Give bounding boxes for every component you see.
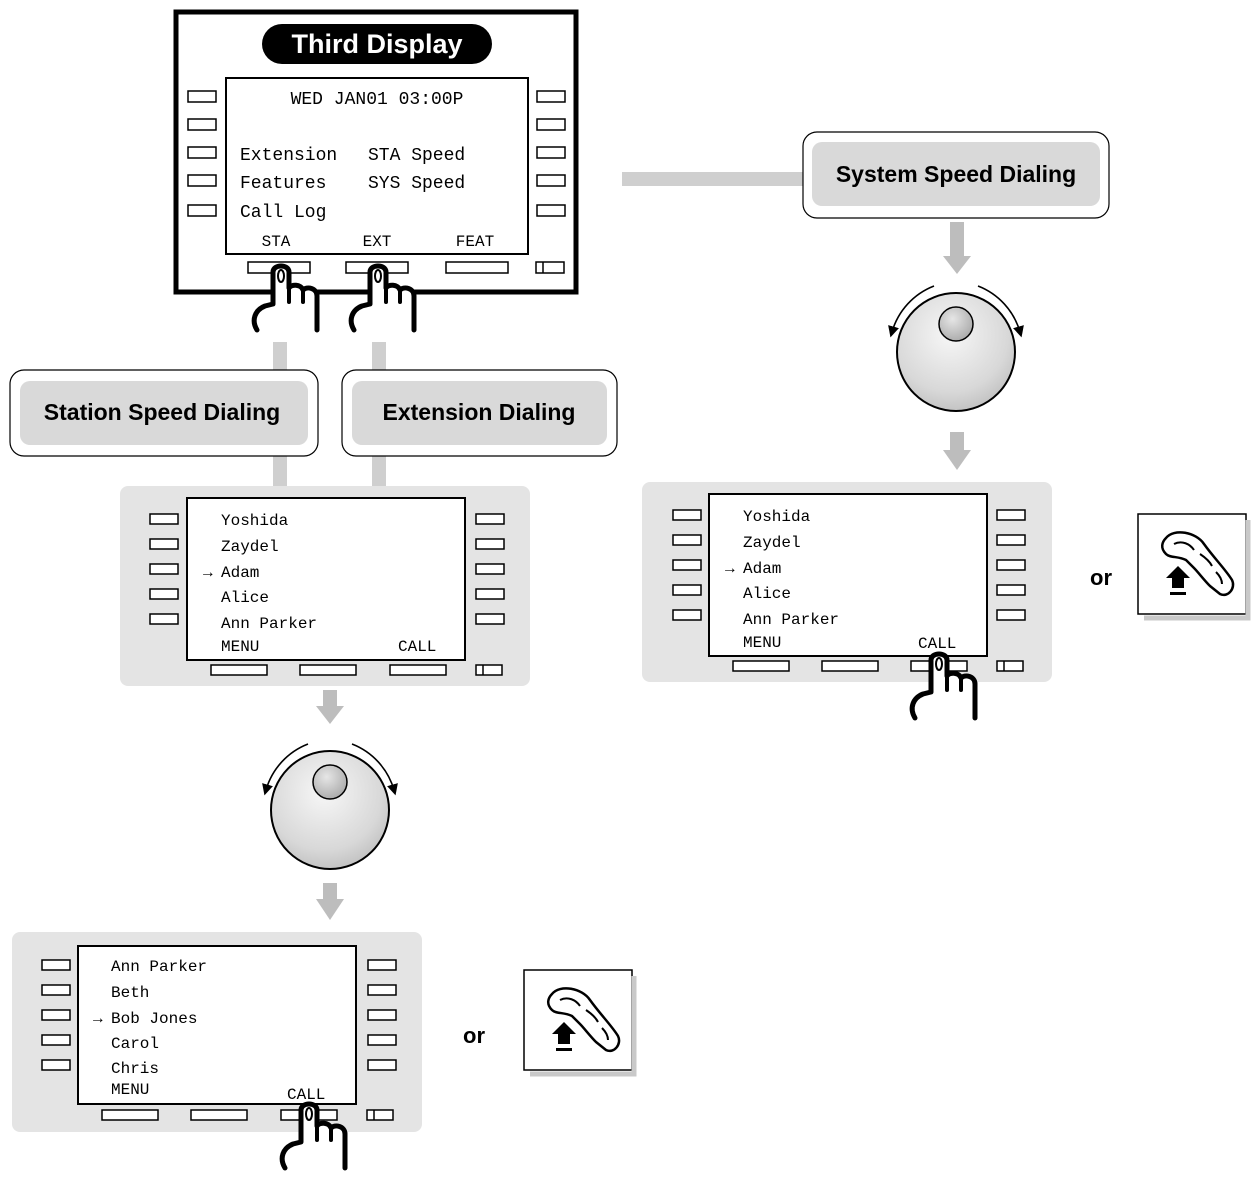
directory-entry[interactable]: Beth bbox=[111, 984, 149, 1002]
selection-arrow: → bbox=[93, 1010, 103, 1028]
system-directory-phone-panel: Yoshida Zaydel → Adam Alice Ann Parker M… bbox=[642, 482, 1052, 682]
station-speed-dialing-label: Station Speed Dialing bbox=[9, 369, 319, 457]
softkey-extra[interactable] bbox=[366, 1109, 394, 1121]
softkey-ext-label: EXT bbox=[363, 233, 392, 251]
system-speed-dialing-text: System Speed Dialing bbox=[836, 161, 1076, 187]
connector-bar bbox=[372, 456, 386, 488]
connector-bar bbox=[372, 342, 386, 372]
third-display-title-pill bbox=[262, 24, 492, 64]
menu-softkey-label: MENU bbox=[743, 634, 781, 652]
off-hook-handset-icon[interactable] bbox=[1138, 514, 1248, 618]
directory-entry[interactable]: Zaydel bbox=[221, 538, 279, 556]
call-softkey-label: CALL bbox=[918, 635, 956, 653]
down-arrow-icon bbox=[316, 883, 344, 920]
system-speed-dialing-label: System Speed Dialing bbox=[802, 131, 1110, 219]
directory-phone-panel: Yoshida Zaydel → Adam Alice Ann Parker M… bbox=[120, 486, 530, 686]
right-line-keys[interactable] bbox=[996, 509, 1026, 621]
directory-lcd bbox=[186, 497, 466, 661]
left-line-keys[interactable] bbox=[672, 509, 702, 621]
directory-entry[interactable]: Carol bbox=[111, 1035, 159, 1053]
directory-entry[interactable]: Yoshida bbox=[221, 512, 289, 530]
down-arrow-icon bbox=[943, 432, 971, 470]
menu-features[interactable]: Features bbox=[240, 174, 326, 194]
directory-entry[interactable]: Chris bbox=[111, 1060, 159, 1078]
softkey-extra[interactable] bbox=[535, 261, 565, 274]
softkey-extra[interactable] bbox=[996, 660, 1024, 672]
result-lcd bbox=[77, 945, 357, 1105]
menu-softkey-label: MENU bbox=[111, 1081, 149, 1099]
softkey-feat[interactable] bbox=[445, 261, 509, 274]
connector-bar bbox=[273, 342, 287, 372]
connector-bar bbox=[273, 456, 287, 488]
connector-bar bbox=[622, 172, 804, 186]
extension-dialing-label: Extension Dialing bbox=[341, 369, 618, 457]
softkey-blank[interactable] bbox=[299, 664, 357, 676]
menu-sys-speed[interactable]: SYS Speed bbox=[368, 174, 465, 194]
selection-arrow: → bbox=[203, 564, 213, 582]
or-label: or bbox=[463, 1023, 485, 1048]
softkey-menu[interactable] bbox=[210, 664, 268, 676]
left-line-keys[interactable] bbox=[187, 90, 217, 217]
menu-call-log[interactable]: Call Log bbox=[240, 203, 326, 223]
jog-dial-icon[interactable] bbox=[888, 285, 1024, 412]
directory-entry-selected[interactable]: Adam bbox=[221, 564, 259, 582]
date-time: WED JAN01 03:00P bbox=[291, 90, 464, 110]
selection-arrow: → bbox=[725, 560, 735, 578]
or-label: or bbox=[1090, 565, 1112, 590]
call-softkey-label: CALL bbox=[287, 1086, 325, 1104]
right-line-keys[interactable] bbox=[367, 959, 397, 1071]
directory-entry[interactable]: Zaydel bbox=[743, 534, 801, 552]
right-line-keys[interactable] bbox=[475, 513, 505, 625]
jog-dial-icon[interactable] bbox=[262, 743, 398, 870]
left-line-keys[interactable] bbox=[149, 513, 179, 625]
call-softkey-label: CALL bbox=[398, 638, 436, 656]
directory-entry[interactable]: Alice bbox=[743, 585, 791, 603]
softkey-sta-label: STA bbox=[262, 233, 291, 251]
left-line-keys[interactable] bbox=[41, 959, 71, 1071]
directory-entry[interactable]: Alice bbox=[221, 589, 269, 607]
result-phone-panel: Ann Parker Beth → Bob Jones Carol Chris … bbox=[12, 932, 422, 1132]
directory-entry-selected[interactable]: Bob Jones bbox=[111, 1010, 197, 1028]
softkey-menu[interactable] bbox=[101, 1109, 159, 1121]
right-line-keys[interactable] bbox=[536, 90, 566, 217]
directory-entry[interactable]: Ann Parker bbox=[111, 958, 207, 976]
menu-sta-speed[interactable]: STA Speed bbox=[368, 146, 465, 166]
lcd-screen bbox=[225, 77, 529, 255]
menu-softkey-label: MENU bbox=[221, 638, 259, 656]
directory-entry[interactable]: Ann Parker bbox=[743, 611, 839, 629]
down-arrow-icon bbox=[943, 222, 971, 274]
directory-entry[interactable]: Yoshida bbox=[743, 508, 811, 526]
softkey-feat-label: FEAT bbox=[456, 233, 494, 251]
station-speed-dialing-text: Station Speed Dialing bbox=[44, 399, 280, 425]
directory-entry-selected[interactable]: Adam bbox=[743, 560, 781, 578]
softkey-extra[interactable] bbox=[475, 664, 503, 676]
softkey-blank[interactable] bbox=[190, 1109, 248, 1121]
third-display-phone: Third Display WED JAN01 03:00P Extension… bbox=[173, 9, 579, 295]
softkey-menu[interactable] bbox=[732, 660, 790, 672]
extension-dialing-text: Extension Dialing bbox=[383, 399, 576, 425]
menu-extension[interactable]: Extension bbox=[240, 146, 337, 166]
softkey-call[interactable] bbox=[389, 664, 447, 676]
system-directory-lcd bbox=[708, 493, 988, 657]
down-arrow-icon bbox=[316, 690, 344, 724]
off-hook-handset-icon[interactable] bbox=[524, 970, 634, 1074]
softkey-blank[interactable] bbox=[821, 660, 879, 672]
third-display-title: Third Display bbox=[291, 29, 462, 59]
directory-entry[interactable]: Ann Parker bbox=[221, 615, 317, 633]
